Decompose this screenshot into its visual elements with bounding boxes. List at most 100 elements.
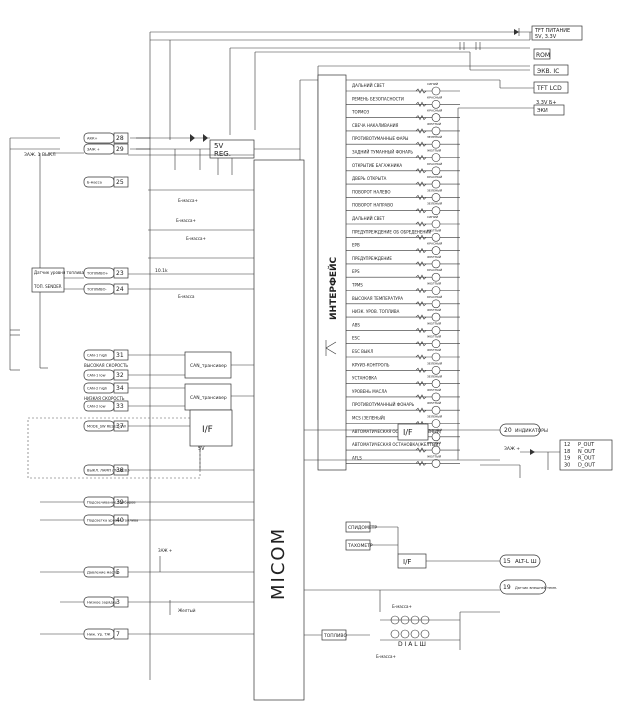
lamp-color: ЖЕЛТЫЙ	[427, 227, 441, 232]
pin-number: 28	[116, 135, 124, 142]
lamp-bulb-icon	[431, 246, 441, 255]
lamp-bulb-icon	[431, 445, 441, 455]
lamp-resistor-icon	[415, 101, 427, 107]
lamp-row: ESC ЖЕЛТЫЙ	[346, 334, 460, 349]
lamp-label: ESC	[352, 336, 360, 341]
ic-box	[533, 64, 569, 76]
interface-block	[317, 74, 347, 471]
lamp-bulb-icon	[431, 233, 441, 242]
lamp-label: ЗАДНИЙ ТУМАННЫЙ ФОНАРЬ	[352, 150, 413, 155]
lamp-resistor-icon	[415, 394, 427, 400]
pin-label: Давление масла	[87, 571, 118, 575]
fuel-sender-label2: ТОП. SENDER	[33, 284, 62, 289]
lamp-label: ESC ВЫКЛ	[352, 349, 373, 354]
connector-pin: ТОПЛИВО+ 23	[83, 267, 129, 279]
lamp-resistor-icon	[415, 274, 427, 280]
lamp-resistor-icon	[415, 234, 427, 240]
lamp-bulb-icon	[431, 139, 441, 149]
lamp-resistor-icon	[415, 261, 427, 267]
lamp-label: УСТАНОВКА	[352, 376, 377, 381]
lamp-resistor-icon	[415, 380, 427, 387]
connector-pin: ТОПЛИВО-24	[83, 283, 129, 295]
lamp-bulb-icon	[431, 126, 441, 136]
ambient-pin-box	[499, 579, 547, 595]
alt-pin: 15	[503, 558, 511, 565]
pin-label: CAN-1 high	[87, 354, 107, 358]
gear-pin-label: D_OUT	[578, 462, 596, 468]
gear-output-box	[559, 439, 613, 471]
lamp-color: ЗЕЛЕНЫЙ	[427, 360, 442, 365]
pin-label: CAN-2 high	[87, 387, 107, 391]
lamp-bulb-icon	[431, 312, 441, 322]
lamp-bulb-icon	[431, 339, 441, 349]
lamp-bulb-icon	[431, 100, 441, 109]
tft-supply-label: TFT ПИТАНИЕ	[534, 28, 570, 34]
lamp-label: ВЫСОКАЯ ТЕМПЕРАТУРА	[352, 296, 403, 301]
tft-power-box	[531, 25, 583, 41]
lamp-bulb-icon	[431, 379, 441, 388]
gear-pin-number: 18	[564, 449, 570, 455]
ground-label-3: Б-масса+	[186, 236, 206, 241]
lamp-color: ЗЕЛЕНЫЙ	[427, 134, 442, 139]
lamp-color: ЖЕЛТЫЙ	[427, 307, 441, 312]
lamp-bulb-icon	[431, 286, 441, 295]
lamp-resistor-icon	[415, 367, 427, 373]
lamp-label: ПРОТИВОТУМАННЫЙ ФОНАРЬ	[352, 402, 415, 407]
lamp-color: ЗЕЛЕНЫЙ	[427, 414, 442, 419]
ground-label-1: Б-масса	[178, 294, 195, 299]
lamp-color: КРАСНЫЙ	[427, 174, 442, 179]
lamp-color: ЖЕЛТЫЙ	[427, 281, 441, 286]
lamp-color: ЖЕЛТЫЙ	[427, 254, 441, 259]
lamp-resistor-icon	[415, 221, 427, 227]
lamp-row: УРОВЕНЬ МАСЛА ЖЕЛТЫЙ	[346, 387, 460, 402]
lamp-row: ESC ВЫКЛ ЖЕЛТЫЙ	[346, 347, 460, 362]
lamp-color: КРАСНЫЙ	[427, 94, 442, 99]
lamp-bulb-icon	[431, 432, 441, 442]
amber-label: Желтый	[178, 608, 196, 613]
fuel-sender-label: Датчик уровня топлива	[34, 270, 84, 275]
lamp-resistor-icon	[415, 88, 427, 94]
lamp-color: СИНИЙ	[427, 214, 438, 219]
pin-number: 29	[116, 146, 124, 153]
lamp-row: РЕМЕНЬ БЕЗОПАСНОСТИ КРАСНЫЙ	[346, 94, 460, 109]
lamp-label: РЕМЕНЬ БЕЗОПАСНОСТИ	[352, 96, 404, 101]
lamp-resistor-icon	[415, 447, 427, 453]
lamp-bulb-icon	[431, 392, 441, 402]
lamp-label: НИЗК. УРОВ. ТОПЛИВА	[352, 309, 400, 314]
lamp-resistor-icon	[415, 114, 427, 121]
lamp-resistor-icon	[415, 208, 427, 214]
lamp-label: УРОВЕНЬ МАСЛА	[352, 389, 387, 394]
gear-ign-label: ЗАЖ +	[504, 446, 520, 452]
left-if-label: I/F	[202, 425, 213, 435]
lamp-label: АВТОМАТИЧЕСКАЯ ОСТАНОВКА(ЖЕЛТЫЙ)	[352, 442, 440, 447]
lamp-color: ЖЕЛТЫЙ	[427, 347, 441, 352]
micom-label: MICOM	[268, 527, 289, 600]
lamp-color: ЖЕЛТЫЙ	[427, 387, 441, 392]
low-speed-label: НИЗКАЯ СКОРОСТЬ	[84, 396, 125, 401]
high-speed-label: ВЫСОКАЯ СКОРОСТЬ	[84, 363, 128, 368]
resistor-label: 10.1k	[155, 268, 168, 274]
supply-right-line2: ЭКИ	[537, 108, 548, 114]
lamp-color: ЖЕЛТЫЙ	[427, 440, 441, 445]
lamp-color: ЖЕЛТЫЙ	[427, 148, 441, 153]
can-transceiver-2	[184, 383, 232, 411]
lamp-bulb-icon	[431, 299, 441, 309]
lamp-bulb-icon	[431, 193, 441, 202]
pin-number: 23	[116, 270, 124, 277]
lamp-label: КРУИЗ-КОНТРОЛЬ	[352, 362, 390, 367]
pin-label: ТОПЛИВО+	[86, 272, 108, 276]
lamp-bulb-icon	[431, 272, 441, 282]
